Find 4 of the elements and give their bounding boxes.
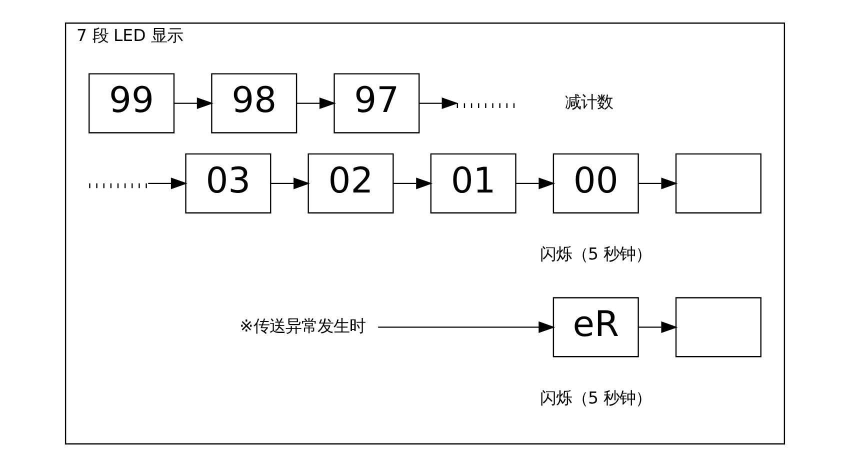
node-text: ※传送异常发生时 — [239, 316, 365, 336]
node-label: 减计数 — [564, 92, 612, 112]
node-label: 闪烁（5 秒钟） — [540, 244, 652, 264]
node-label: 闪烁（5 秒钟） — [540, 388, 652, 407]
